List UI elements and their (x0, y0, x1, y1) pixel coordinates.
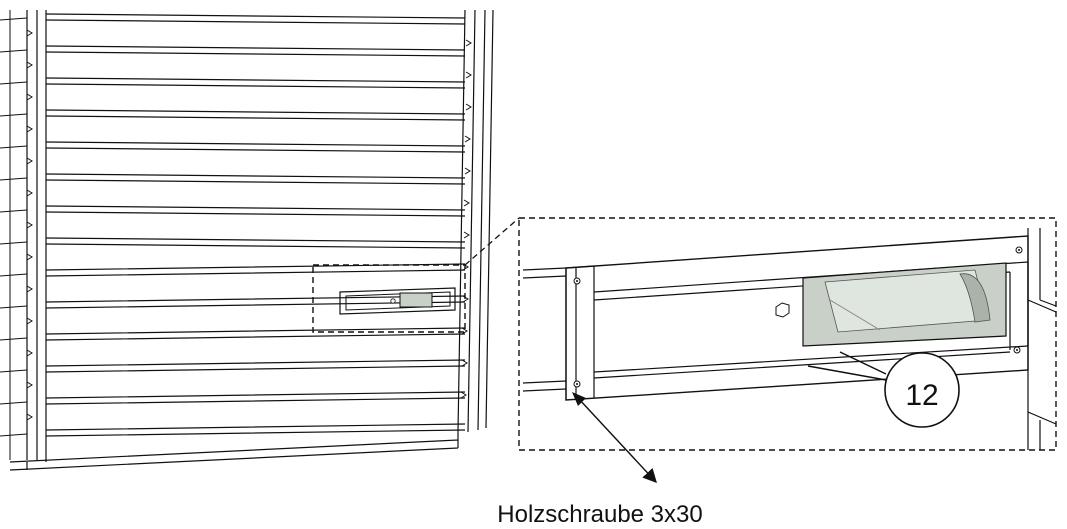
wall-right-post-a (457, 9, 466, 433)
adjacent-wall-stubs (0, 17, 28, 437)
wall-left-zigzag (26, 29, 33, 421)
part-number-circle (884, 352, 960, 428)
part-number-label: 12 (905, 379, 938, 412)
handle-frame-right-bar (1009, 262, 1029, 350)
handle-recess-edge (829, 299, 881, 331)
zoom-connector-line (464, 217, 520, 266)
screw-head-center (1016, 349, 1018, 351)
wall-bottom-sill (9, 432, 459, 471)
handle-recess-shadow (959, 273, 991, 323)
wall-right-zigzag (460, 39, 472, 399)
wall-boards (45, 13, 466, 437)
pointer-arrow-icon (577, 397, 657, 484)
screw-dots (573, 246, 1023, 388)
zoom-detail: 12 (518, 217, 1057, 451)
wall-right-post-c (477, 9, 486, 431)
screw-label: Holzschraube 3x30 (497, 501, 702, 528)
callout-leader-1 (839, 351, 887, 375)
zoom-rail-top (522, 267, 567, 279)
wall-right-post-b (467, 9, 476, 433)
wall-handle (339, 287, 456, 315)
pointer-arrowhead (572, 392, 586, 406)
handle-frame-bottom-rail (593, 345, 1029, 379)
zoom-rail-bottom (522, 380, 567, 392)
screw-head-center (576, 280, 578, 282)
screw-head-icon (775, 302, 790, 318)
handle-frame-left-bar (565, 265, 595, 400)
wall-right-post-d (485, 9, 494, 429)
callout-leader-2 (807, 365, 887, 381)
screw-head-center (1018, 249, 1020, 251)
screw-head-center (576, 383, 578, 385)
detail-region-box (312, 264, 466, 333)
wall-panel (0, 9, 494, 471)
